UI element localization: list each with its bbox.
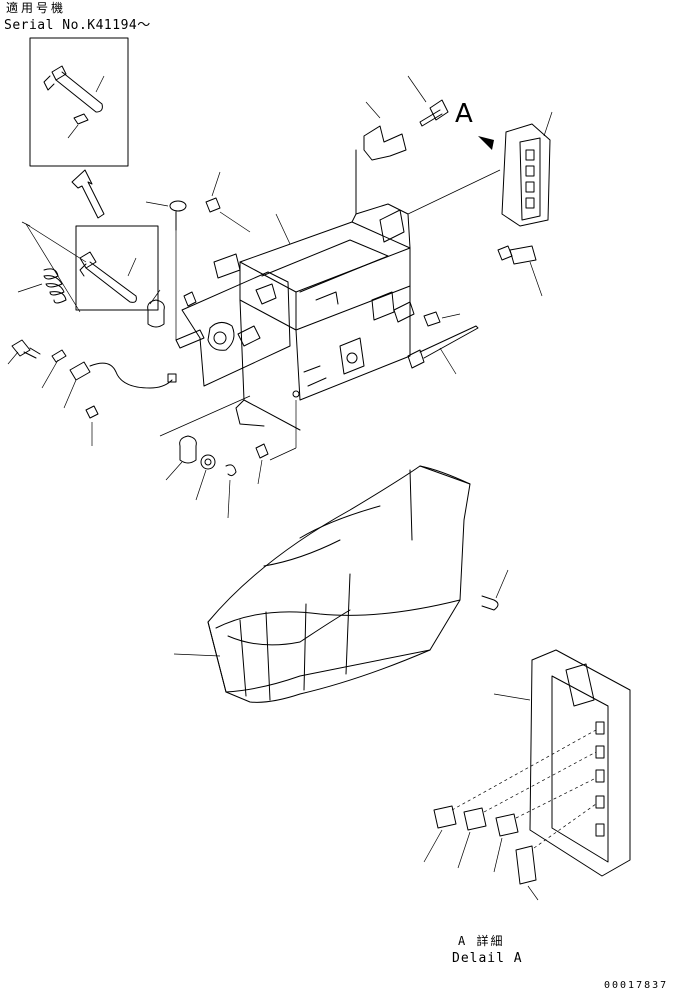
leader-to-switch-box xyxy=(407,169,501,215)
bolt-upper-right xyxy=(407,75,449,127)
switch-box xyxy=(478,111,553,227)
bolt-top xyxy=(145,171,251,340)
bushing-and-washers xyxy=(159,395,269,519)
bushing-left xyxy=(147,289,165,328)
spring xyxy=(17,268,67,304)
console-frame xyxy=(175,101,411,461)
drawing-code: 00017837 xyxy=(604,980,669,991)
inset-pin-box xyxy=(29,37,129,167)
pin-box xyxy=(21,221,159,313)
inset-arrow-icon xyxy=(71,169,105,219)
console-cover xyxy=(173,465,509,703)
detail-a-label-jp: A 詳細 xyxy=(458,934,505,948)
connectors-right xyxy=(393,301,479,375)
serial-number-label: Serial No.K41194～ xyxy=(4,18,151,33)
view-a-arrow-icon xyxy=(478,136,494,150)
view-a-marker: A xyxy=(455,99,473,129)
clamp-right xyxy=(497,245,543,297)
sensor-harness xyxy=(7,339,177,446)
applicable-serial-label: 適用号機 xyxy=(6,1,67,15)
detail-a-label-en: Delail A xyxy=(452,951,523,966)
detail-a-switch-panel xyxy=(423,649,631,901)
